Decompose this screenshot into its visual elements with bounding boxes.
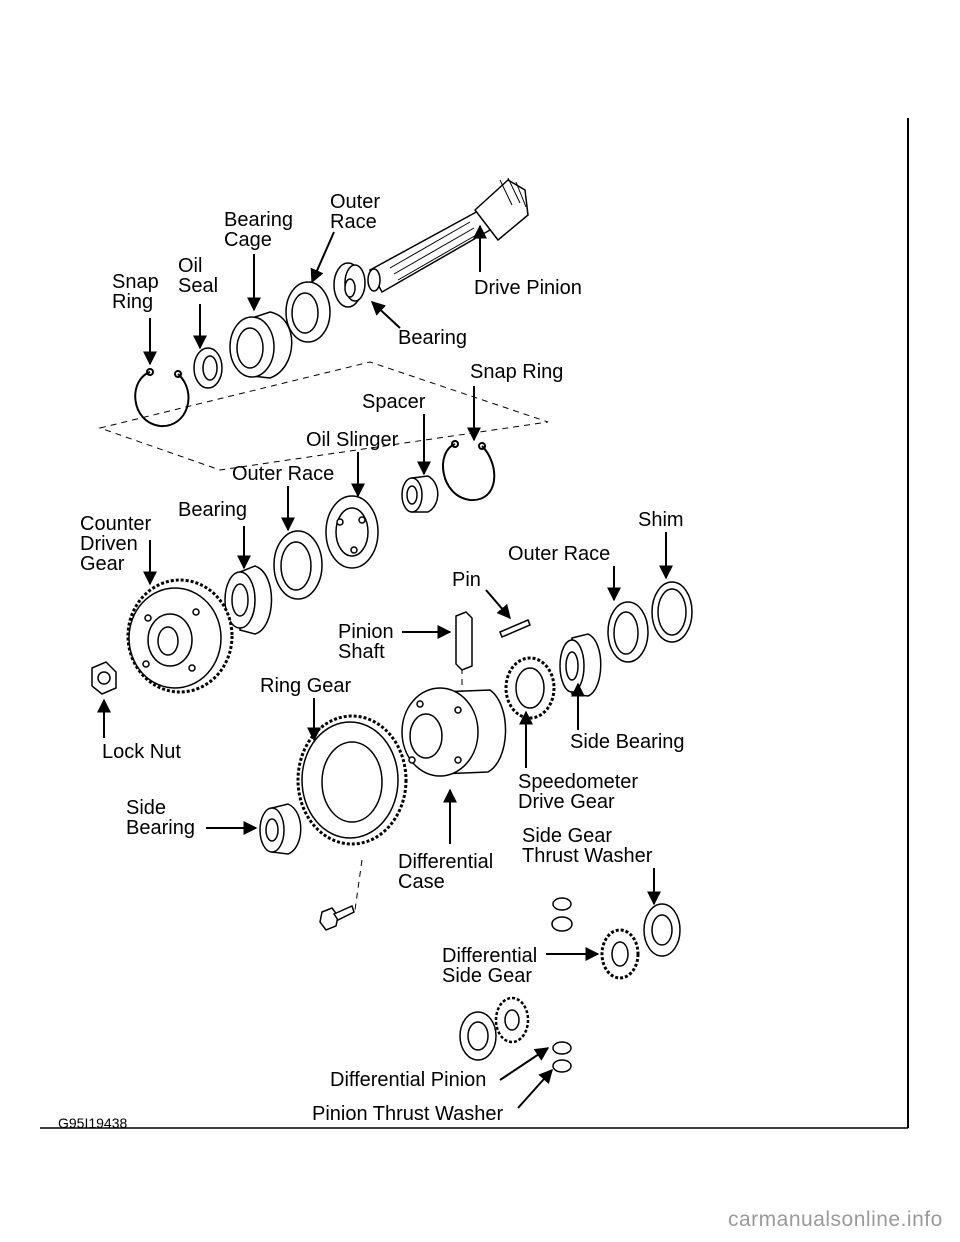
- outer-race-top: [285, 281, 331, 343]
- label-drive-pinion: Drive Pinion: [474, 277, 582, 299]
- speedometer-drive-gear: [504, 656, 556, 720]
- label-outer-race-right: Outer Race: [508, 543, 611, 565]
- label-pin: Pin: [452, 569, 481, 591]
- bearing-top: [333, 262, 366, 308]
- label-snap-ring-right: Snap Ring: [470, 361, 564, 383]
- bearing-cage: [229, 311, 293, 379]
- label-differential-case: Differential Case: [398, 851, 494, 893]
- snap-ring-right: [442, 440, 496, 502]
- pin: [499, 619, 531, 638]
- counter-driven-gear: [126, 578, 234, 694]
- label-side-bearing-left: Side Bearing: [126, 797, 195, 839]
- outer-race-mid: [273, 530, 323, 600]
- label-oil-slinger: Oil Slinger: [306, 429, 399, 451]
- lock-nut: [91, 661, 117, 695]
- label-side-gear-thrust-washer: Side Gear Thrust Washer: [522, 825, 653, 867]
- oil-seal: [193, 347, 223, 389]
- ring-gear: [296, 714, 408, 846]
- label-outer-race-top: Outer Race: [330, 191, 381, 233]
- bolt: [319, 904, 355, 931]
- side-gear-thrust-washer: [643, 903, 681, 957]
- label-snap-ring-left: Snap Ring: [112, 271, 159, 313]
- label-side-bearing-right: Side Bearing: [570, 731, 685, 753]
- differential-case: [401, 687, 507, 777]
- differential-side-gear: [600, 928, 640, 980]
- side-bearing-left: [259, 803, 302, 855]
- differential-pinion-parts: [551, 897, 573, 1073]
- label-bearing-cage: Bearing Cage: [224, 209, 293, 251]
- label-bearing-mid: Bearing: [178, 499, 247, 521]
- side-bearing-right: [559, 633, 602, 697]
- label-lock-nut: Lock Nut: [102, 741, 181, 763]
- label-bearing-top: Bearing: [398, 327, 467, 349]
- label-counter-driven-gear: Counter Driven Gear: [80, 513, 152, 575]
- lower-side-gear: [459, 996, 530, 1061]
- label-differential-pinion: Differential Pinion: [330, 1069, 487, 1091]
- label-differential-side-gear: Differential Side Gear: [442, 945, 538, 987]
- label-ring-gear: Ring Gear: [260, 675, 352, 697]
- drive-pinion: [367, 177, 529, 294]
- label-outer-race-mid: Outer Race: [232, 463, 335, 485]
- watermark: carmanualsonline.info: [728, 1208, 943, 1231]
- leader-arrows: [97, 224, 673, 1109]
- label-pinion-shaft: Pinion Shaft: [338, 621, 394, 663]
- label-speedometer-drive-gear: Speedometer Drive Gear: [518, 771, 639, 813]
- snap-ring-left: [134, 368, 190, 428]
- label-spacer: Spacer: [362, 391, 426, 413]
- spacer: [401, 475, 439, 513]
- pinion-shaft: [455, 611, 473, 671]
- bearing-mid: [224, 565, 273, 635]
- label-shim: Shim: [638, 509, 684, 531]
- label-pinion-thrust-washer: Pinion Thrust Washer: [312, 1103, 504, 1125]
- figure-id: G95I19438: [58, 1115, 128, 1131]
- oil-slinger: [325, 495, 379, 569]
- shim: [651, 581, 693, 643]
- label-oil-seal: Oil Seal: [178, 255, 219, 297]
- outer-race-right: [607, 601, 649, 663]
